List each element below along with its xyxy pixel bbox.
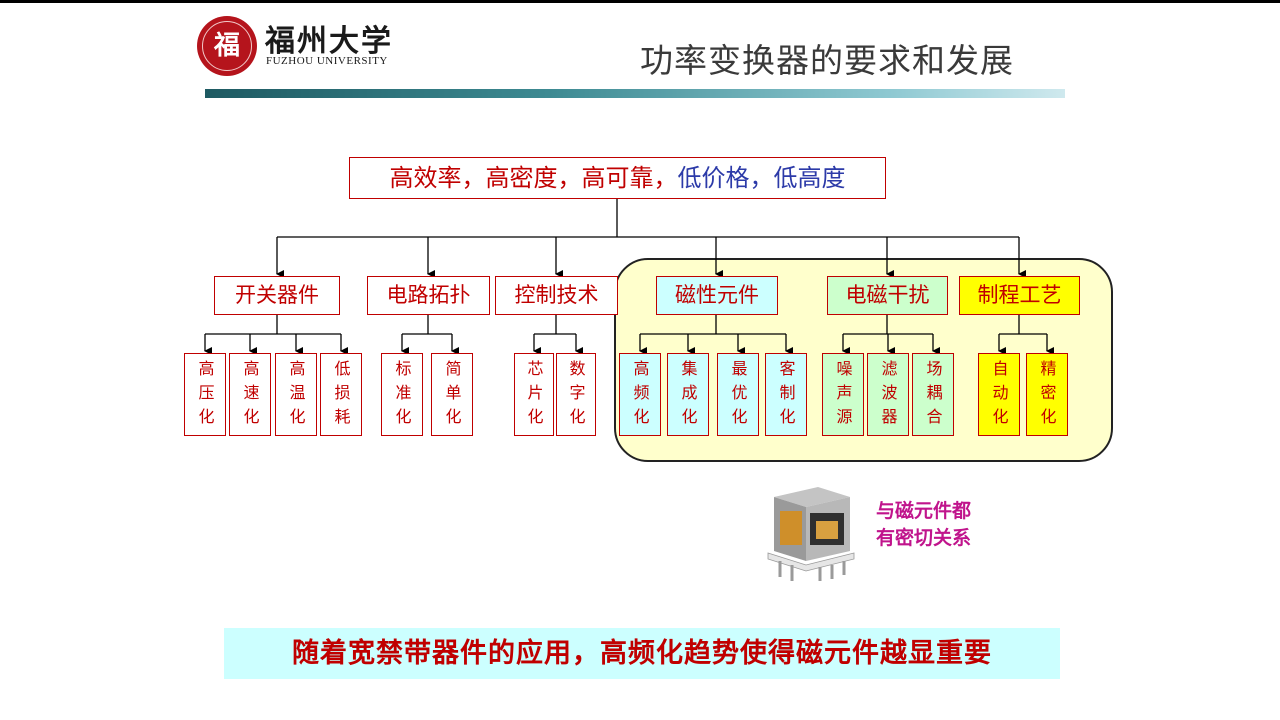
leaf-integration: 集成化 (667, 353, 709, 436)
leaf-digitalization: 数字化 (556, 353, 596, 436)
leaf-customization: 客制化 (765, 353, 807, 436)
leaf-low-loss: 低损耗 (320, 353, 362, 436)
leaf-automation: 自动化 (978, 353, 1020, 436)
logo-ring (202, 21, 252, 71)
university-name-en: FUZHOU UNIVERSITY (266, 55, 388, 67)
category-magnetic-components: 磁性元件 (656, 276, 778, 315)
note-line-1: 与磁元件都 (876, 500, 972, 522)
category-emi: 电磁干扰 (827, 276, 948, 315)
category-switching-devices: 开关器件 (214, 276, 340, 315)
leaf-standardization: 标准化 (381, 353, 423, 436)
root-goals-blue: 低价格，低高度 (677, 164, 846, 192)
category-control-technology: 控制技术 (495, 276, 618, 315)
root-goals-box: 高效率，高密度，高可靠，低价格，低高度 (349, 157, 886, 199)
leaf-high-frequency: 高频化 (619, 353, 661, 436)
top-border (0, 0, 1280, 3)
note-line-2: 有密切关系 (876, 527, 972, 549)
leaf-optimization: 最优化 (717, 353, 759, 436)
leaf-high-voltage: 高压化 (184, 353, 226, 436)
leaf-high-temperature: 高温化 (275, 353, 317, 436)
leaf-field-coupling: 场耦合 (912, 353, 954, 436)
leaf-simplification: 简单化 (431, 353, 473, 436)
category-circuit-topology: 电路拓扑 (367, 276, 490, 315)
leaf-chip-integration: 芯片化 (514, 353, 554, 436)
logo-glyph: 福 (213, 31, 240, 61)
leaf-high-speed: 高速化 (229, 353, 271, 436)
slide-title: 功率变换器的要求和发展 (640, 41, 1014, 80)
bottom-conclusion-banner: 随着宽禁带器件的应用，高频化趋势使得磁元件越显重要 (224, 628, 1060, 679)
university-logo: 福 (197, 16, 257, 76)
magnetics-relation-note: 与磁元件都 有密切关系 (876, 498, 971, 552)
category-manufacturing-process: 制程工艺 (959, 276, 1080, 315)
leaf-noise-source: 噪声源 (822, 353, 864, 436)
university-name-cn: 福州大学 (265, 24, 393, 59)
transformer-image (767, 487, 855, 581)
leaf-precision: 精密化 (1026, 353, 1068, 436)
title-divider (205, 89, 1065, 98)
leaf-filter: 滤波器 (867, 353, 909, 436)
root-goals-red: 高效率，高密度，高可靠， (389, 164, 678, 192)
